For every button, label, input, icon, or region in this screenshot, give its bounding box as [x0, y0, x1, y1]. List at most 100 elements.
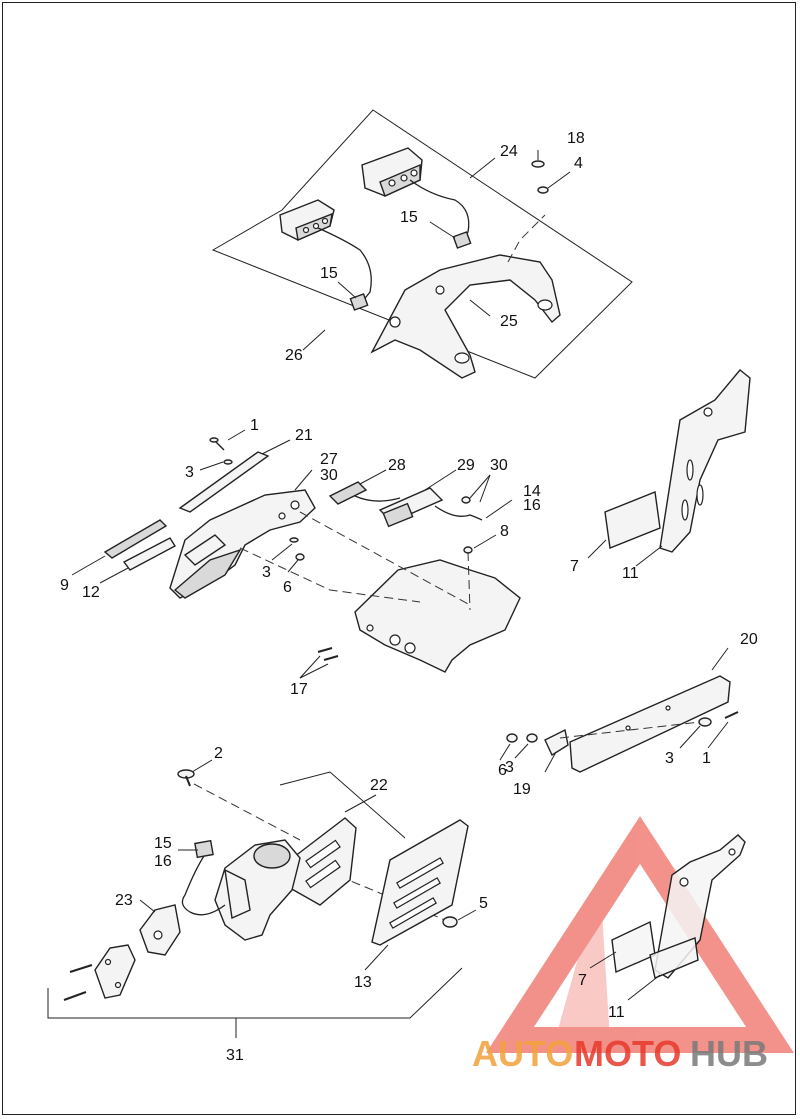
callout-27: 27 — [320, 451, 338, 468]
callout-22: 22 — [370, 777, 388, 794]
fender-17 — [354, 559, 521, 673]
wire-28 — [354, 495, 401, 502]
dash-mid-1 — [239, 547, 421, 603]
callout-1-right: 1 — [702, 750, 711, 767]
dash-20 — [559, 721, 701, 739]
callout-15-lower: 15 — [320, 265, 338, 282]
housing-27 — [169, 489, 316, 599]
connector-15a — [452, 231, 472, 249]
screws-bottom — [63, 964, 93, 1001]
watermark-moto: MOTO — [574, 1033, 681, 1074]
callout-3-right-b: 3 — [665, 750, 674, 767]
mount-22 — [289, 817, 357, 906]
callout-26: 26 — [285, 347, 303, 364]
gasket-12 — [122, 537, 176, 571]
callout-3-upper: 3 — [185, 464, 194, 481]
watermark-logo — [486, 816, 794, 1053]
callout-6-mid: 6 — [283, 579, 292, 596]
tail-light-rear — [361, 147, 423, 197]
lens-9 — [103, 519, 168, 559]
bracket-13 — [371, 819, 469, 946]
washer-3c — [526, 733, 538, 743]
callout-11-lower: 11 — [608, 1004, 625, 1021]
callout-5: 5 — [479, 895, 488, 912]
screw-1b — [724, 711, 739, 719]
clip-19 — [544, 728, 569, 757]
bracket-25 — [370, 254, 561, 379]
callout-15-bottom: 15 — [154, 835, 172, 852]
screws-17 — [317, 647, 339, 661]
callout-3-right-a: 3 — [505, 759, 514, 776]
callout-3-mid: 3 — [262, 564, 271, 581]
callout-12: 12 — [82, 584, 100, 601]
callout-28: 28 — [388, 457, 406, 474]
callout-6-right: 6 — [498, 762, 507, 779]
callout-24: 24 — [500, 143, 518, 160]
nut-6a — [295, 553, 305, 561]
callout-21: 21 — [295, 427, 313, 444]
callout-17: 17 — [290, 681, 308, 698]
screw-18 — [531, 160, 545, 168]
callout-31: 31 — [226, 1047, 244, 1064]
callout-4: 4 — [574, 155, 583, 172]
reflector-21 — [178, 451, 270, 513]
screw-1a — [209, 437, 225, 451]
watermark-text: AUTO MOTO HUB — [472, 1033, 768, 1074]
wire-29 — [434, 505, 483, 521]
harness-29 — [378, 487, 444, 528]
connector-15b — [349, 293, 369, 311]
callout-14: 14 — [523, 483, 541, 500]
housing-bottom — [214, 839, 301, 941]
dash-mid-2 — [299, 511, 471, 606]
callout-8: 8 — [500, 523, 509, 540]
callout-1-upper: 1 — [250, 417, 259, 434]
watermark-auto: AUTO — [472, 1033, 573, 1074]
callout-9: 9 — [60, 577, 69, 594]
callout-7-upper: 7 — [570, 558, 579, 575]
callout-18: 18 — [567, 130, 585, 147]
lamp-23 — [139, 904, 181, 956]
dash-top — [507, 214, 546, 263]
dash-bottom-1 — [193, 783, 301, 841]
callout-16-upper: 16 — [523, 497, 541, 514]
nut-6b — [506, 733, 518, 743]
bolt-2 — [177, 769, 195, 787]
group-outline-26 — [211, 109, 633, 379]
nut-30 — [461, 496, 471, 504]
wire-15a — [409, 179, 470, 241]
washer-3a — [223, 459, 233, 465]
washer-3d — [698, 717, 712, 727]
callout-19: 19 — [513, 781, 531, 798]
callout-20: 20 — [740, 631, 758, 648]
callout-30-right: 30 — [490, 457, 508, 474]
tail-light-front — [279, 199, 335, 242]
license-bracket-20 — [569, 675, 731, 773]
watermark-hub: HUB — [690, 1033, 768, 1074]
callout-2: 2 — [214, 745, 223, 762]
callout-11-upper: 11 — [622, 565, 639, 582]
plate-7-top — [604, 491, 661, 549]
nut-5 — [442, 916, 458, 928]
connector-15c — [194, 839, 214, 859]
lamp-28 — [328, 481, 368, 505]
bracket-11-top — [659, 369, 751, 553]
washer-3b — [289, 537, 299, 543]
washer-4 — [537, 186, 549, 194]
callout-7-lower: 7 — [578, 972, 587, 989]
callout-25: 25 — [500, 313, 518, 330]
group-outline-22 — [279, 771, 406, 839]
group-outline-31 — [47, 967, 463, 1019]
plate-7-bottom — [611, 920, 699, 979]
callout-16-bottom: 16 — [154, 853, 172, 870]
callout-15-upper: 15 — [400, 209, 418, 226]
callout-13: 13 — [354, 974, 372, 991]
wire-15c — [181, 855, 226, 916]
dash-mid-3 — [467, 551, 471, 611]
wire-15b — [317, 227, 372, 303]
callout-23: 23 — [115, 892, 133, 909]
callout-30-left: 30 — [320, 467, 338, 484]
callout-29: 29 — [457, 457, 475, 474]
cover-plate — [94, 944, 136, 999]
